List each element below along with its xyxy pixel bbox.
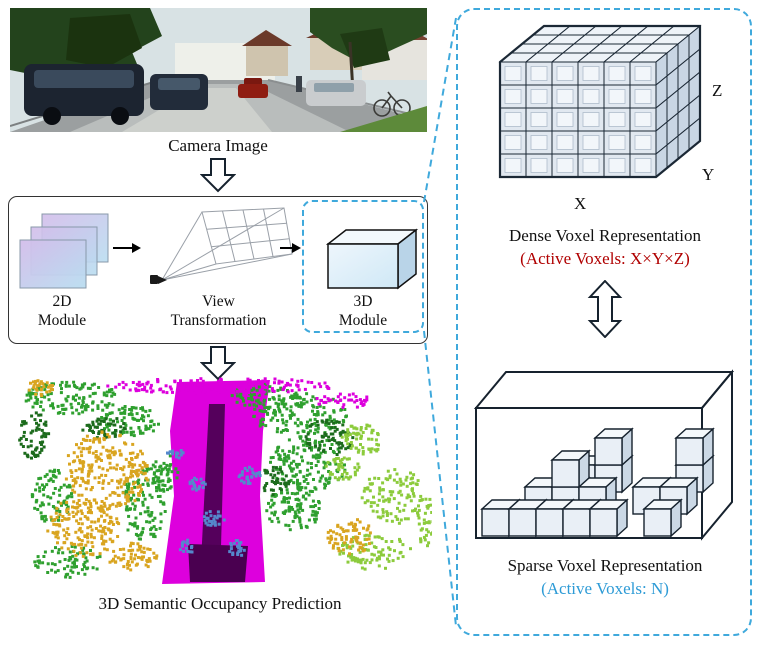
bicycle [373,91,411,117]
2d-module-label-line2: Module [37,312,87,329]
3d-feature-volume [326,228,419,290]
2d-feature-planes [19,213,109,289]
2d-module-label-line1: 2D [52,293,72,310]
vehicles [24,64,366,125]
double-arrow-icon [587,280,623,338]
view-transformation-label: View Transformation [146,292,291,330]
down-arrow-icon [200,158,236,193]
camera-icon [150,275,167,284]
3d-module-label-line1: 3D [353,293,373,310]
view-label-line1: View [202,293,235,310]
occupancy-prediction-render [18,377,432,584]
camera-caption: Camera Image [168,136,268,155]
down-arrow-icon [200,346,236,381]
right-arrow-icon [280,243,301,253]
camera-image [10,8,427,132]
axis-x-label: X [574,194,586,213]
3d-module-label-line2: Module [338,312,388,329]
dense-title: Dense Voxel Representation [509,226,701,245]
sparse-title: Sparse Voxel Representation [507,556,703,575]
2d-module-label: 2D Module [16,292,108,330]
3d-module-dashed-box [302,200,424,333]
view-frustum [150,207,293,284]
axis-z-label: Z [712,81,722,100]
dense-voxel-grid: Z Y X [498,24,722,213]
sparse-voxel-box [473,369,735,541]
sparse-subtitle: (Active Voxels: N) [541,579,669,598]
occupancy-caption: 3D Semantic Occupancy Prediction [98,594,342,613]
right-arrow-icon [113,243,141,253]
grass [340,106,427,132]
view-label-line2: Transformation [170,312,267,329]
3d-module-label: 3D Module [302,292,424,330]
axis-y-label: Y [702,165,714,184]
dense-subtitle: (Active Voxels: X×Y×Z) [520,249,690,268]
